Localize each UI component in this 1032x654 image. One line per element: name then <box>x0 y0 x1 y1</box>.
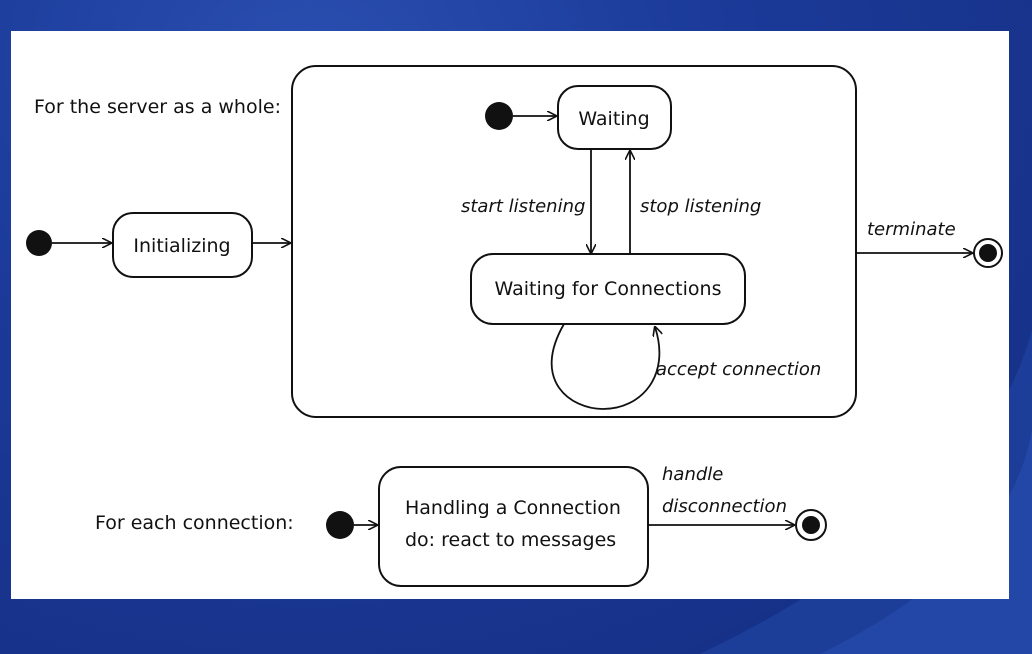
state-initializing <box>112 212 253 278</box>
state-initializing-label: Initializing <box>133 235 230 257</box>
state-handling-connection <box>378 466 649 587</box>
state-waiting-for-connections-label: Waiting for Connections <box>495 278 722 300</box>
final-state-server-dot <box>979 244 997 262</box>
stop-listening-label: stop listening <box>640 196 761 217</box>
handle-label-line1: handle <box>662 464 723 485</box>
handle-label-line2: disconnection <box>662 496 787 517</box>
state-handling-line2: do: react to messages <box>405 529 616 551</box>
state-waiting-for-connections <box>470 253 746 325</box>
initial-state-dot <box>26 230 52 256</box>
server-caption: For the server as a whole: <box>34 96 281 118</box>
transition-accept-connection <box>550 323 660 410</box>
state-handling-line1: Handling a Connection <box>405 497 621 519</box>
state-waiting <box>557 85 672 150</box>
state-waiting-label: Waiting <box>578 108 649 130</box>
start-listening-label: start listening <box>461 196 585 217</box>
final-state-connection-dot <box>802 516 820 534</box>
connection-caption: For each connection: <box>95 512 294 534</box>
accept-connection-label: accept connection <box>656 359 821 380</box>
diagram-panel: For the server as a whole: For each conn… <box>11 31 1009 599</box>
composite-state-server <box>291 65 857 418</box>
terminate-label: terminate <box>867 219 956 240</box>
connection-initial-state-dot <box>326 511 354 539</box>
inner-initial-state-dot <box>485 102 513 130</box>
